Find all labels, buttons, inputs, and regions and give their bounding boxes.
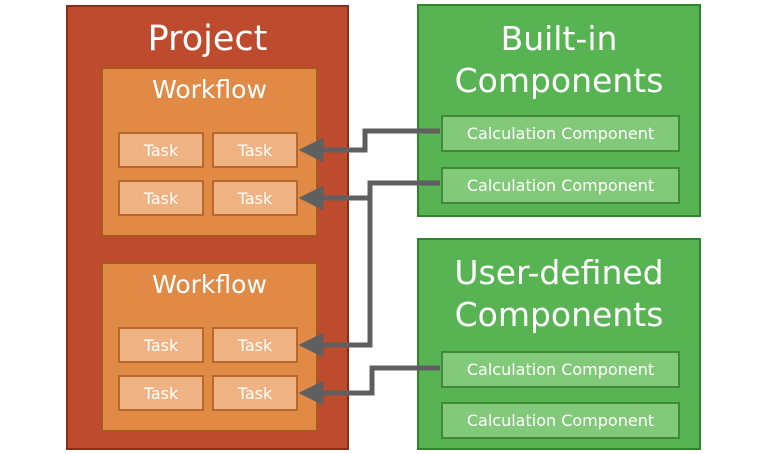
userdefined-title-line1: User-defined: [454, 253, 664, 292]
workflow-1-task-1: Task: [118, 132, 204, 168]
userdefined-title-line2: Components: [454, 295, 664, 334]
project-container: Project Workflow Task Task Task Task Wor…: [66, 5, 349, 450]
workflow-2: Workflow Task Task Task Task: [101, 262, 318, 432]
builtin-component-2: Calculation Component: [441, 167, 680, 204]
project-title: Project: [147, 19, 268, 59]
workflow-1-task-3: Task: [118, 180, 204, 216]
arrow-builtin-1-to-workflow-1-task: [298, 128, 440, 163]
workflow-1: Workflow Task Task Task Task: [101, 67, 318, 237]
builtin-title-line1: Built-in: [500, 19, 618, 58]
arrow-builtin-2-to-workflow-2-task: [298, 198, 373, 358]
workflow-2-title: Workflow: [152, 270, 267, 299]
workflow-2-task-1: Task: [118, 327, 204, 363]
userdefined-component-1: Calculation Component: [441, 351, 680, 388]
arrow-userdefined-1-to-workflow-2-task: [298, 365, 440, 406]
workflow-2-task-3: Task: [118, 375, 204, 411]
workflow-1-task-4: Task: [212, 180, 298, 216]
builtin-components-title: Built-in Components: [419, 18, 699, 102]
userdefined-components-group: User-defined Components Calculation Comp…: [417, 238, 701, 450]
arrow-builtin-2-to-workflow-1-task: [298, 180, 440, 211]
workflow-2-task-4: Task: [212, 375, 298, 411]
userdefined-component-2: Calculation Component: [441, 402, 680, 439]
userdefined-components-title: User-defined Components: [419, 252, 699, 336]
builtin-component-1: Calculation Component: [441, 115, 680, 152]
workflow-1-task-2: Task: [212, 132, 298, 168]
builtin-title-line2: Components: [454, 61, 664, 100]
workflow-1-title: Workflow: [152, 75, 267, 104]
builtin-components-group: Built-in Components Calculation Componen…: [417, 4, 701, 217]
workflow-2-task-2: Task: [212, 327, 298, 363]
